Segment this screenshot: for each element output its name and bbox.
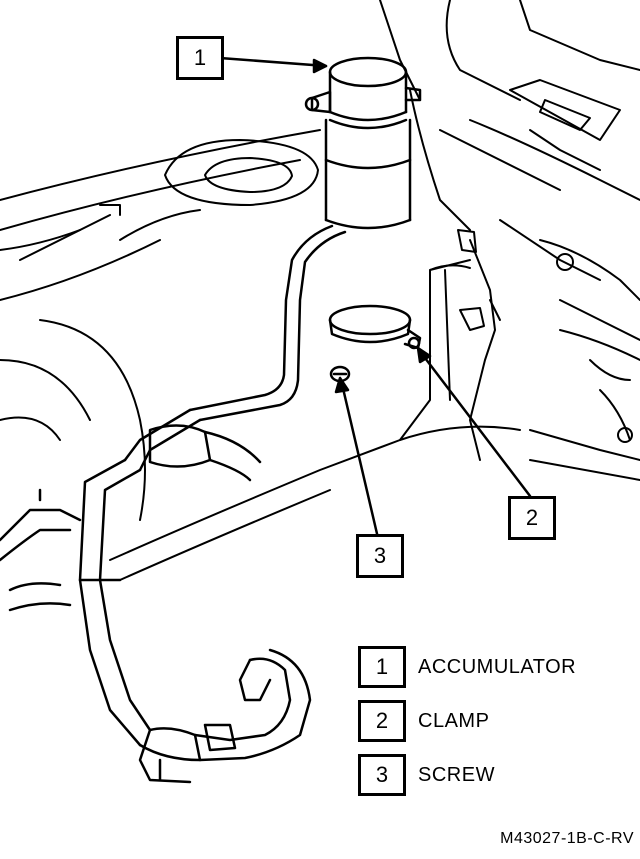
callout-number-2: 2 — [525, 505, 539, 530]
legend-box-1: 1 — [358, 646, 406, 688]
cowl-structure — [379, 0, 640, 443]
leader-lines — [218, 56, 532, 540]
accumulator-drawing — [304, 56, 422, 230]
callout-box-3: 3 — [356, 534, 404, 578]
legend-label-screw: SCREW — [418, 763, 495, 786]
legend-row-clamp: 2 CLAMP — [358, 700, 489, 742]
legend-number-3: 3 — [375, 762, 389, 787]
shock-tower — [99, 139, 319, 241]
legend-box-3: 3 — [358, 754, 406, 796]
legend-box-2: 2 — [358, 700, 406, 742]
callout-number-1: 1 — [193, 45, 207, 70]
callout-number-3: 3 — [373, 543, 387, 568]
legend-number-2: 2 — [375, 708, 389, 733]
clamp-drawing — [328, 304, 422, 350]
lower-hose-assembly — [138, 648, 312, 784]
left-line — [0, 488, 82, 612]
legend-row-accumulator: 1 ACCUMULATOR — [358, 646, 576, 688]
callout-box-1: 1 — [176, 36, 224, 80]
figure-code: M43027-1B-C-RV — [500, 830, 634, 847]
callout-box-2: 2 — [508, 496, 556, 540]
lower-structure — [109, 229, 640, 581]
legend-row-screw: 3 SCREW — [358, 754, 495, 796]
legend-label-accumulator: ACCUMULATOR — [418, 655, 577, 678]
hose-lines — [78, 224, 347, 747]
legend-number-1: 1 — [375, 654, 389, 679]
legend-label-clamp: CLAMP — [418, 709, 490, 732]
fender-outline — [0, 129, 321, 521]
